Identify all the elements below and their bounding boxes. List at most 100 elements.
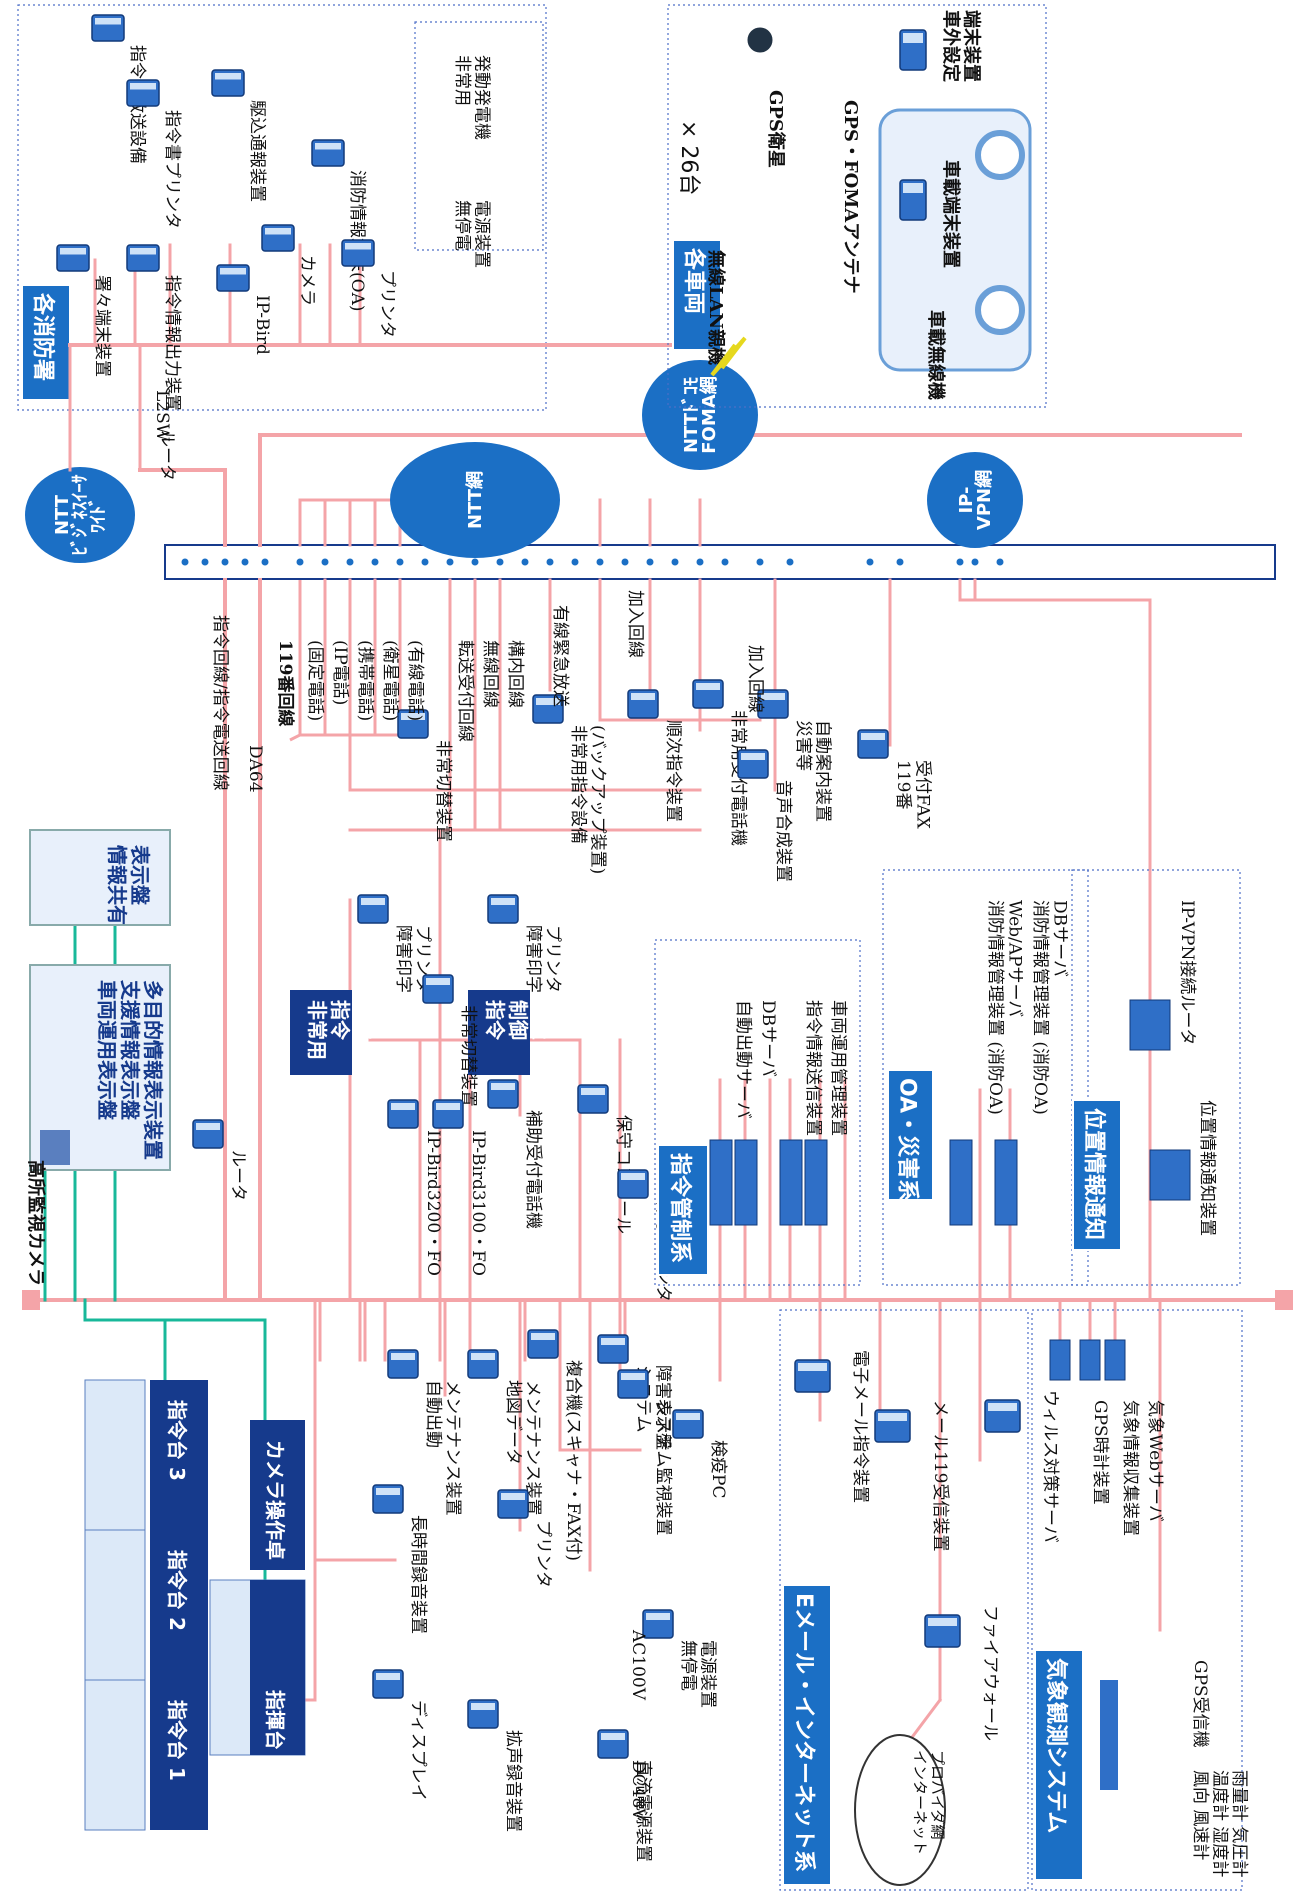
equipment-device-20-screen — [391, 1353, 415, 1360]
text-line: ファイアウォール — [980, 1605, 1000, 1741]
equipment-device-10-screen — [621, 1173, 645, 1180]
text-line: VPN網 — [973, 470, 995, 530]
text-line: プリンタ — [377, 270, 397, 338]
console-monitors-1 — [84, 1529, 146, 1681]
vehicle-wheel-rear — [975, 285, 1025, 335]
command-mgmt-title — [657, 1144, 709, 1276]
text-line: プリンタ — [533, 1520, 553, 1588]
equipment-device-4-screen — [401, 713, 425, 720]
text-line: 風向 風速計 — [1190, 1770, 1210, 1860]
patch-port — [621, 558, 629, 566]
equipment-device-3-screen — [491, 898, 515, 905]
text-line: IP-VPN接続ルータ — [1177, 900, 1197, 1045]
text-line: インターネット — [911, 1750, 929, 1855]
text-line: 指令情報送信装置 — [803, 1000, 823, 1136]
text-line: 位置情報通知装置 — [1197, 1100, 1217, 1236]
patch-port — [646, 558, 654, 566]
weather-box — [1031, 1309, 1243, 1891]
equipment-device-8-screen — [491, 1083, 515, 1090]
position-title — [1072, 1099, 1122, 1251]
text-line: 無線LAN親機 — [705, 250, 727, 365]
equipment-device-16-screen — [761, 693, 785, 700]
patch-port — [956, 558, 964, 566]
equipment-label-30: AC100V — [628, 1629, 648, 1701]
camera-console-label: カメラ操作卓 — [263, 1440, 287, 1560]
equipment-label-15: 音声合成装置 — [773, 780, 793, 882]
bus-terminator-right — [1275, 1290, 1293, 1310]
fire-station-title-text: 各消防署 — [30, 292, 56, 381]
text-line: 気象観測システム — [1043, 1658, 1069, 1833]
fire-station-device-8-screen — [345, 243, 371, 250]
text-line: 各消防署 — [30, 292, 56, 381]
equipment-device-18-screen — [376, 1488, 400, 1495]
patch-port — [371, 558, 379, 566]
console-label-0: 指令台 1 — [165, 1700, 189, 1781]
text-line: 119番 — [893, 760, 913, 809]
text-line: (携帯電話) — [355, 640, 375, 721]
fire-station-item-5: IP-Bird — [252, 295, 272, 355]
text-line: メンテナンス装置 — [443, 1380, 463, 1516]
text-line: 指令台 1 — [165, 1700, 189, 1781]
equipment-label-18: 長時間録音装置 — [408, 1515, 428, 1634]
fire-station-title — [21, 284, 71, 401]
text-line: 障害印字 — [523, 925, 543, 993]
equipment-label-1: 指令制御装置 — [483, 999, 553, 1041]
text-line: 拡声録音装置 — [503, 1730, 523, 1832]
text-line: (固定電話) — [305, 640, 325, 721]
text-line: 車載端末装置 — [940, 160, 962, 268]
text-line: 順次指令装置 — [663, 720, 683, 822]
patch-port — [496, 558, 504, 566]
equipment-device-14-screen — [696, 683, 720, 690]
text-line: 無停電 — [678, 1640, 698, 1691]
ntt-net-cloud-label: NTT網 — [464, 471, 486, 529]
text-line: Eメール・インターネット系 — [791, 1593, 816, 1872]
equipment-label-22: プリンタ — [533, 1520, 553, 1588]
line-label-1: DA64 — [245, 745, 265, 793]
equipment-label-20: 自動出動メンテナンス装置 — [423, 1380, 463, 1516]
text-line: DBサーバ — [758, 1000, 778, 1077]
text-line: GPS・FOMAアンテナ — [840, 100, 861, 294]
text-line: 119番回線 — [275, 640, 296, 727]
equipment-label-17: 119番受付FAX — [893, 760, 933, 830]
equipment-device-29-screen — [601, 1733, 625, 1740]
equipment-label-29: 直流電源装置 — [633, 1760, 653, 1862]
email-title — [782, 1584, 832, 1886]
patch-port — [221, 558, 229, 566]
text-line: DA64 — [245, 745, 265, 793]
patch-port — [261, 558, 269, 566]
vehicle-item-3: 車載端末装置 — [940, 160, 962, 268]
gps-satellite-icon — [747, 27, 773, 53]
text-line: OA・災害系 — [895, 1078, 921, 1201]
equipment-device-24-screen — [601, 1338, 625, 1345]
text-line: FOMA網 — [698, 376, 720, 453]
patch-port — [241, 558, 249, 566]
patch-port — [296, 558, 304, 566]
text-line: 情報共有 — [105, 845, 129, 925]
wireless-bolt-icon — [710, 336, 747, 377]
equipment-label-31: DC48V — [628, 1760, 648, 1821]
text-line: 気象Webサーバ — [1145, 1400, 1165, 1522]
command-mgmt-item-2: 指令情報送信装置 — [803, 1000, 823, 1136]
equipment-label-28: 無停電電源装置 — [678, 1640, 718, 1708]
text-line: 表示盤 — [128, 845, 152, 906]
internet-cloud-label: インターネットプロバイダ網 — [911, 1750, 946, 1855]
oa-title — [887, 1069, 934, 1201]
email-item-0: 電子メール指令装置 — [850, 1350, 870, 1503]
text-line: 設備 — [351, 1000, 375, 1040]
text-line: 指令 — [328, 1000, 352, 1041]
email-device-2-screen — [928, 1618, 957, 1626]
text-line: 加入回線 — [625, 590, 645, 658]
equipment-label-13: 順次指令装置 — [663, 720, 683, 822]
patch-port — [971, 558, 979, 566]
console-label-2: 指令台 3 — [165, 1400, 189, 1481]
shared-display-label: 情報共有表示盤 — [105, 845, 152, 925]
patch-port — [721, 558, 729, 566]
line-label-8: 転送受付回線 — [455, 640, 475, 742]
equipment-device-25-screen — [621, 1373, 645, 1380]
oa-item-1: 消防情報管理装置 (消防OA)DBサーバ — [1030, 900, 1070, 1115]
ntt-net-cloud — [390, 442, 560, 558]
main-display-label: 車両運用表示盤支援情報表示盤多目的情報表示装置 — [95, 980, 165, 1160]
line-label-7: (有線電話) — [405, 640, 425, 721]
vehicle-item-0: GPS衛星 — [765, 90, 787, 168]
